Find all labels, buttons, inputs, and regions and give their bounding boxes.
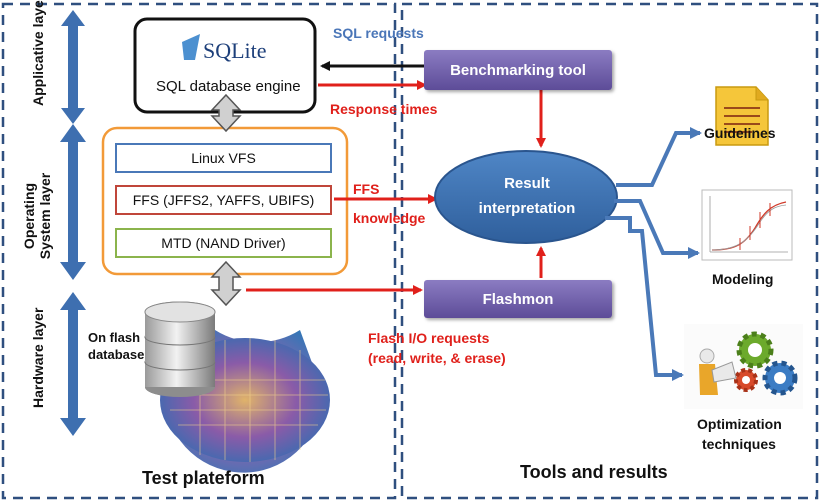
sqlite-logo-text: SQLite [203,38,267,63]
optimization-label: Optimization [697,416,782,432]
database-cylinder-front [144,301,216,397]
flash-io-requests-label: Flash I/O requests [368,330,490,346]
flash-io-ops-label: (read, write, & erase) [368,350,506,366]
sql-engine-label: SQL database engine [156,78,301,95]
os-layer-label: Operating System layer [21,172,53,260]
result-label: Result [504,175,550,192]
layer-arrow-hardware [60,292,86,436]
optimization-gears-icon [684,324,803,409]
layer-arrow-os [60,124,86,280]
database-label: database [88,347,145,362]
tools-results-panel [400,2,819,500]
applicative-layer-label: Applicative layer [30,0,46,106]
guidelines-arrow [616,127,702,187]
modeling-arrow [614,199,700,259]
guidelines-document-icon [715,86,769,146]
sqlite-fs-connector-icon [210,93,242,133]
benchmarking-tool-box: Benchmarking tool [424,50,612,90]
result-interpretation-ellipse [434,150,618,244]
layer-arrow-applicative [61,10,85,124]
ffs-label: FFS [353,181,380,197]
sqlite-feather-icon [182,34,200,60]
test-platform-title: Test plateform [142,468,265,488]
on-flash-label: On flash [88,330,141,345]
knowledge-label: knowledge [353,210,426,226]
guidelines-label: Guidelines [704,125,776,141]
sql-requests-label: SQL requests [333,25,424,41]
interpretation-label: interpretation [478,200,576,217]
mtd-box: MTD (NAND Driver) [115,228,332,258]
flashmon-box: Flashmon [424,280,612,318]
hardware-layer-label: Hardware layer [30,307,46,408]
response-times-label: Response times [330,101,438,117]
modeling-plot-icon [701,189,793,261]
modeling-label: Modeling [712,271,774,287]
tools-results-title: Tools and results [520,462,668,482]
test-platform-panel [1,2,397,500]
optimization-arrow [605,216,684,381]
linux-vfs-box: Linux VFS [115,143,332,173]
fs-flash-connector-icon [210,260,242,307]
ffs-box: FFS (JFFS2, YAFFS, UBIFS) [115,185,332,215]
techniques-label: techniques [702,436,776,452]
